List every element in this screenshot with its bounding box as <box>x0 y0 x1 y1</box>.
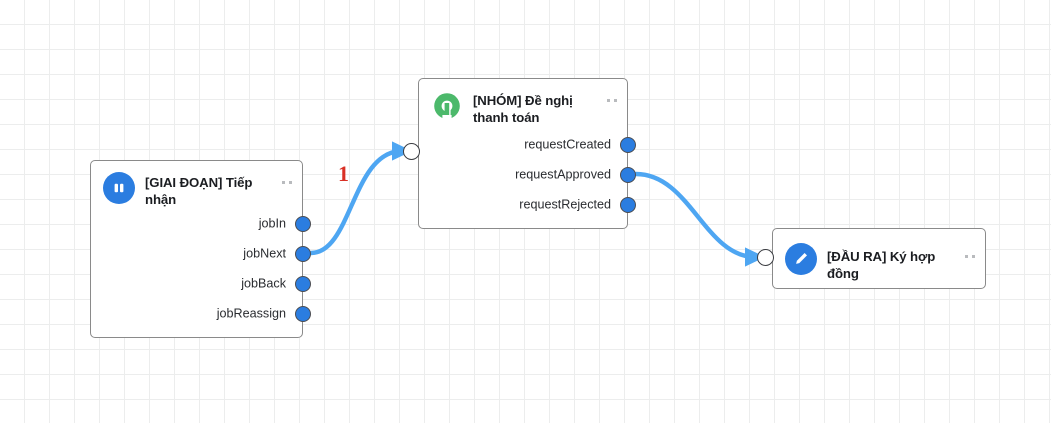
port-dot-jobreassign[interactable] <box>295 306 311 322</box>
more-options-dots[interactable] <box>965 243 975 258</box>
edge-label-1: 1 <box>338 161 349 186</box>
node-nhom-header[interactable]: [NHÓM] Đề nghị thanh toán <box>419 79 627 126</box>
port-label-requestrejected: requestRejected <box>519 197 611 212</box>
node-dau-ra[interactable]: [ĐẦU RA] Ký hợp đồng <box>772 228 986 289</box>
edge-requestapproved-to-daura[interactable] <box>633 171 766 267</box>
edge-jobnext-to-nhom[interactable] <box>308 141 413 256</box>
input-port-node-dau-ra[interactable] <box>757 249 774 266</box>
group-loop-icon <box>431 90 463 122</box>
node-nhom[interactable]: [NHÓM] Đề nghị thanh toán requestCreated… <box>418 78 636 229</box>
port-dot-jobnext[interactable] <box>295 246 311 262</box>
node-dau-ra-header[interactable]: [ĐẦU RA] Ký hợp đồng <box>773 229 985 282</box>
dot <box>282 181 285 184</box>
port-dot-requestrejected[interactable] <box>620 197 636 213</box>
port-label-jobin: jobIn <box>258 216 286 231</box>
port-dot-jobback[interactable] <box>295 276 311 292</box>
pause-circle-icon <box>103 172 135 204</box>
dot <box>965 255 968 258</box>
port-label-requestapproved: requestApproved <box>515 167 611 182</box>
node-giai-doan[interactable]: [GIAI ĐOẠN] Tiếp nhận jobIn jobNext jobB… <box>90 160 311 338</box>
more-options-dots[interactable] <box>607 90 617 102</box>
port-dot-jobin[interactable] <box>295 216 311 232</box>
dot <box>614 99 617 102</box>
port-label-jobback: jobBack <box>241 276 286 291</box>
node-giai-doan-header[interactable]: [GIAI ĐOẠN] Tiếp nhận <box>91 161 302 208</box>
dot <box>607 99 610 102</box>
node-giai-doan-title: [GIAI ĐOẠN] Tiếp nhận <box>145 175 253 207</box>
more-options-dots[interactable] <box>282 172 292 184</box>
dot <box>972 255 975 258</box>
input-port-node-nhom[interactable] <box>403 143 420 160</box>
pencil-edit-icon <box>785 243 817 275</box>
dot <box>289 181 292 184</box>
port-label-requestcreated: requestCreated <box>524 137 611 152</box>
port-dot-requestapproved[interactable] <box>620 167 636 183</box>
node-nhom-title: [NHÓM] Đề nghị thanh toán <box>473 93 573 125</box>
port-label-jobreassign: jobReassign <box>216 306 286 321</box>
port-dot-requestcreated[interactable] <box>620 137 636 153</box>
port-label-jobnext: jobNext <box>243 246 286 261</box>
node-dau-ra-title: [ĐẦU RA] Ký hợp đồng <box>827 249 936 281</box>
